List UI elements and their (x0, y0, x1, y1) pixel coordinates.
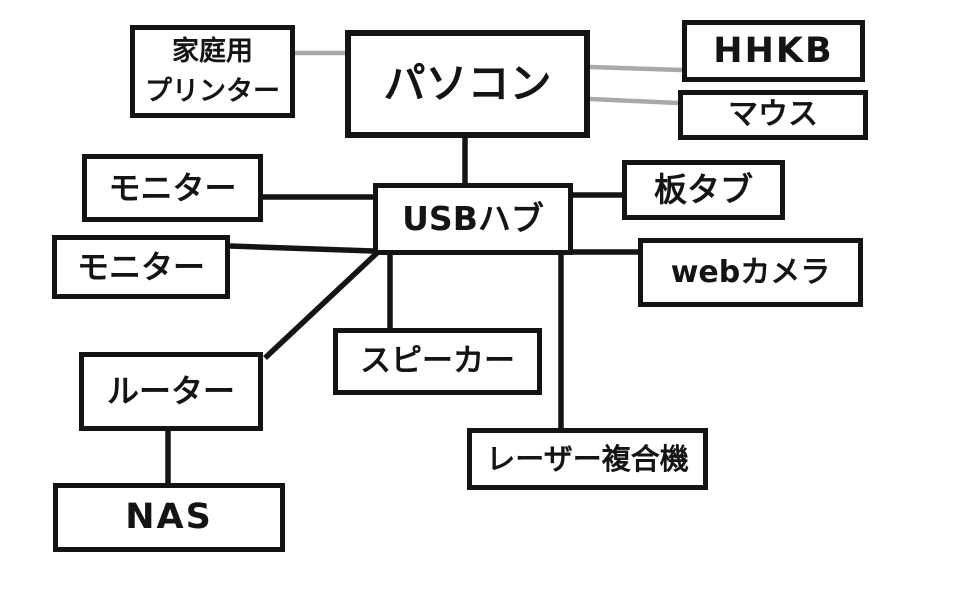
node-laser-mfp-label: レーザー複合機 (486, 441, 689, 476)
node-hhkb-label: HHKB (713, 30, 834, 71)
edge-usb-hub-router (263, 250, 379, 361)
node-monitor-2-label: モニター (76, 247, 205, 286)
node-pc: パソコン (345, 30, 590, 138)
node-speaker-label: スピーカー (360, 343, 515, 380)
node-laser-mfp: レーザー複合機 (467, 428, 708, 490)
edge-pc-hhkb (589, 64, 683, 73)
node-pen-tablet-label: 板タブ (654, 170, 753, 210)
edge-pc-mouse (589, 96, 679, 106)
node-pc-label: パソコン (383, 58, 552, 108)
node-monitor-2: モニター (52, 235, 230, 299)
node-mouse-label: マウス (728, 97, 818, 133)
node-webcam-label: webカメラ (670, 254, 831, 290)
node-usb-hub: USBハブ (373, 183, 573, 255)
node-monitor-1-label: モニター (108, 168, 237, 207)
node-home-printer-label: 家庭用 プリンター (145, 36, 280, 107)
node-pen-tablet: 板タブ (622, 160, 785, 220)
node-home-printer: 家庭用 プリンター (130, 25, 295, 118)
node-nas-label: NAS (125, 497, 213, 538)
node-mouse: マウス (678, 90, 868, 140)
node-monitor-1: モニター (82, 154, 263, 222)
node-router-label: ルーター (106, 372, 235, 411)
node-nas: NAS (53, 483, 285, 552)
node-hhkb: HHKB (682, 20, 865, 82)
node-usb-hub-label: USBハブ (402, 199, 544, 239)
edge-monitor2-usb-hub (229, 243, 374, 254)
node-speaker: スピーカー (333, 328, 542, 395)
node-router: ルーター (79, 352, 263, 431)
node-webcam: webカメラ (638, 238, 863, 307)
